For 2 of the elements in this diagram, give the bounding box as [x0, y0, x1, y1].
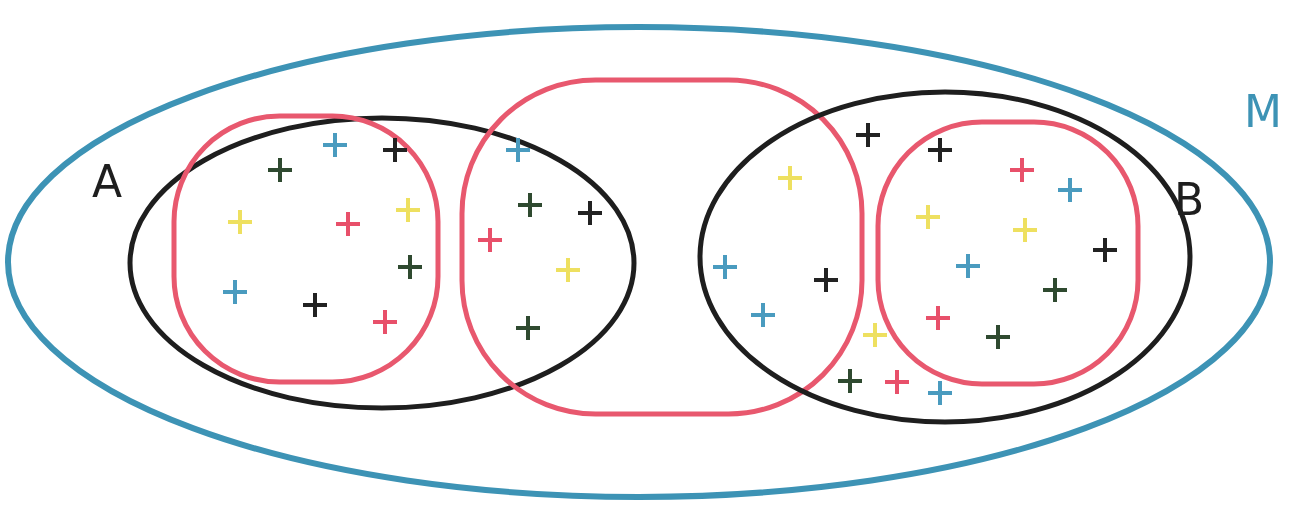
- set-label: M: [1244, 90, 1282, 134]
- set-label: A: [92, 160, 123, 204]
